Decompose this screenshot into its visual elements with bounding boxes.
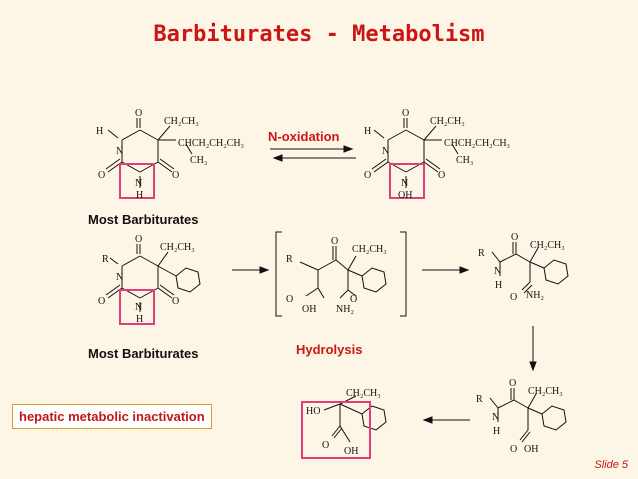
chem-o: O — [364, 170, 371, 181]
chem-o: O — [402, 108, 409, 119]
chem-n: N — [116, 272, 123, 283]
chem-oh: OH — [302, 304, 316, 315]
chem-h: H — [136, 190, 143, 201]
n-oxidation-label: N-oxidation — [268, 129, 340, 144]
chem-h: H — [136, 314, 143, 325]
chem-h: H — [493, 426, 500, 437]
structure-phenyl-barbiturate — [105, 244, 201, 325]
chem-ch2ch3: CH₂CH₃ — [160, 242, 195, 253]
arrow-to-intermediate — [232, 266, 270, 274]
most-barbiturates-label-1: Most Barbiturates — [88, 212, 199, 227]
structure-n-hydroxy — [371, 118, 459, 199]
chem-nh2: NH₂ — [526, 290, 544, 301]
hydrolysis-label: Hydrolysis — [296, 342, 363, 357]
arrow-down — [529, 326, 537, 372]
chem-h: H — [364, 126, 371, 137]
chem-o: O — [172, 170, 179, 181]
chem-n: N — [382, 146, 389, 157]
chem-h: H — [495, 280, 502, 291]
structure-diacid — [301, 395, 387, 459]
structure-amide-acid — [489, 388, 567, 443]
chem-ho: HO — [306, 406, 320, 417]
chem-o: O — [135, 108, 142, 119]
chem-o: O — [286, 294, 293, 305]
arrow-to-amide — [422, 266, 470, 274]
chem-o: O — [350, 294, 357, 305]
chem-o: O — [98, 170, 105, 181]
page-title: Barbiturates - Metabolism — [153, 22, 485, 47]
chem-ch2ch3: CH₂CH₃ — [346, 388, 381, 399]
chem-o: O — [331, 236, 338, 247]
chem-o: O — [510, 292, 517, 303]
chem-n: N — [401, 178, 408, 189]
chem-n: N — [494, 266, 501, 277]
structure-pentobarbital — [105, 118, 193, 199]
slide-number: Slide 5 — [594, 459, 628, 471]
chem-o: O — [509, 378, 516, 389]
chem-n: N — [135, 302, 142, 313]
chem-nh2: NH₂ — [336, 304, 354, 315]
chem-r: R — [476, 394, 483, 405]
chem-ch2ch3: CH₂CH₃ — [530, 240, 565, 251]
equilibrium-arrows — [270, 145, 356, 162]
chem-h: H — [96, 126, 103, 137]
chem-o: O — [98, 296, 105, 307]
chem-r: R — [102, 254, 109, 265]
chem-o: O — [135, 234, 142, 245]
chem-chch2ch2ch3: CHCH₂CH₂CH₃ — [178, 138, 244, 149]
structure-hydrolysis-intermediate — [275, 231, 407, 317]
chem-n: N — [116, 146, 123, 157]
chem-chch2ch2ch3: CHCH₂CH₂CH₃ — [444, 138, 510, 149]
chem-o: O — [322, 440, 329, 451]
chem-r: R — [478, 248, 485, 259]
chem-oh: OH — [398, 190, 412, 201]
chem-o: O — [510, 444, 517, 455]
chem-ch2ch3: CH₂CH₃ — [430, 116, 465, 127]
chem-ch3: CH₃ — [190, 155, 207, 166]
chem-ch2ch3: CH₂CH₃ — [352, 244, 387, 255]
arrow-to-diacid — [422, 416, 470, 424]
chem-oh: OH — [344, 446, 358, 457]
chem-r: R — [286, 254, 293, 265]
chem-o: O — [438, 170, 445, 181]
structure-amide — [491, 242, 569, 294]
chem-ch2ch3: CH₂CH₃ — [164, 116, 199, 127]
chem-n: N — [135, 178, 142, 189]
chem-oh: OH — [524, 444, 538, 455]
chem-ch2ch3: CH₂CH₃ — [528, 386, 563, 397]
chem-o: O — [511, 232, 518, 243]
chem-o: O — [172, 296, 179, 307]
chem-n: N — [492, 412, 499, 423]
chem-ch3: CH₃ — [456, 155, 473, 166]
inactivation-label: hepatic metabolic inactivation — [12, 404, 212, 429]
most-barbiturates-label-2: Most Barbiturates — [88, 346, 199, 361]
